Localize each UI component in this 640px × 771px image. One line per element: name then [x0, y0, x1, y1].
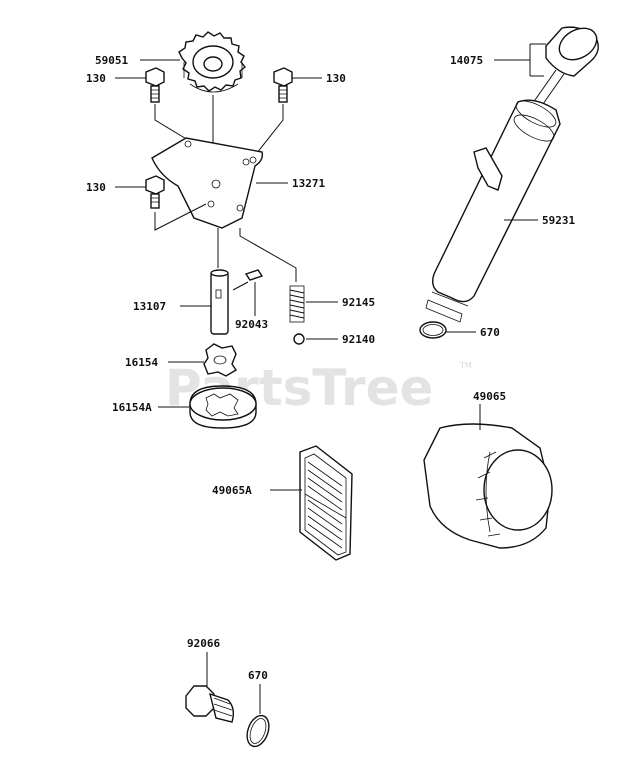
- oil-screen-49065A[interactable]: [299, 445, 353, 561]
- label-92043: 92043: [235, 318, 268, 331]
- label-92145: 92145: [342, 296, 375, 309]
- label-49065A: 49065A: [212, 484, 252, 497]
- bolt-130-right[interactable]: [273, 67, 293, 103]
- label-14075: 14075: [450, 54, 483, 67]
- shaft-13107[interactable]: [210, 269, 229, 335]
- label-92140: 92140: [342, 333, 375, 346]
- gear-59051[interactable]: [178, 31, 246, 93]
- cover-plate-13271[interactable]: [151, 137, 264, 229]
- watermark-tm: TM: [459, 361, 472, 370]
- label-59051: 59051: [95, 54, 128, 67]
- label-13271: 13271: [292, 177, 325, 190]
- label-13107: 13107: [133, 300, 166, 313]
- bolt-130-left[interactable]: [145, 67, 165, 103]
- label-130-mid: 130: [86, 181, 106, 194]
- bolt-130-mid[interactable]: [145, 175, 165, 209]
- pin-92043[interactable]: [244, 269, 264, 281]
- rotor-inner-16154[interactable]: [203, 343, 237, 377]
- label-49065: 49065: [473, 390, 506, 403]
- label-130-left: 130: [86, 72, 106, 85]
- label-16154: 16154: [125, 356, 158, 369]
- spring-92145[interactable]: [289, 285, 305, 323]
- drain-plug-92066[interactable]: [185, 685, 235, 723]
- label-92066: 92066: [187, 637, 220, 650]
- oil-filter-49065[interactable]: [423, 423, 553, 549]
- label-670-bottom: 670: [248, 669, 268, 682]
- label-59231: 59231: [542, 214, 575, 227]
- o-ring-670-bottom[interactable]: [243, 713, 273, 750]
- ball-92140[interactable]: [293, 333, 305, 345]
- rotor-outer-16154A[interactable]: [189, 385, 257, 429]
- dipstick-cap-14075[interactable]: [527, 22, 602, 115]
- label-130-right: 130: [326, 72, 346, 85]
- label-16154A: 16154A: [112, 401, 152, 414]
- label-670-top: 670: [480, 326, 500, 339]
- filler-tube-59231[interactable]: [425, 96, 561, 323]
